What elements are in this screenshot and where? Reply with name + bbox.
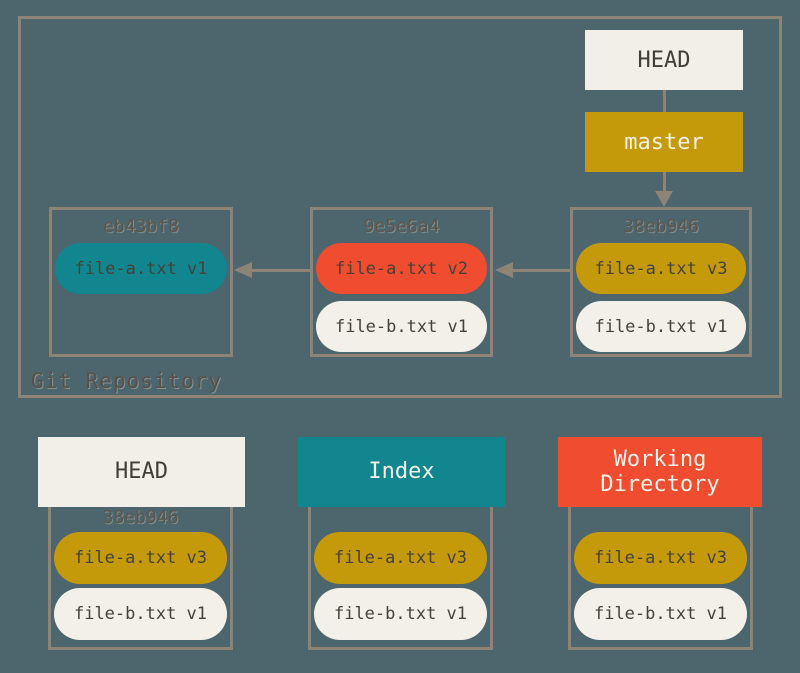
index-area-file-a: file-a.txt v3: [314, 532, 487, 584]
head-area-container: 38eb946 file-a.txt v3 file-b.txt v1: [48, 472, 233, 650]
commit-hash: 38eb946: [623, 216, 699, 237]
git-repository-box: Git Repository: [18, 16, 782, 398]
commit-hash: eb43bf8: [103, 216, 179, 237]
blob-pill-file-a-v1: file-a.txt v1: [55, 243, 227, 294]
working-directory-file-b: file-b.txt v1: [574, 588, 747, 640]
blob-pill-file-b-v1: file-b.txt v1: [576, 301, 746, 352]
head-area-file-a: file-a.txt v3: [54, 532, 227, 584]
parent-arrowhead-icon: [495, 262, 513, 278]
head-ref-box: HEAD: [585, 30, 743, 90]
commit-box-38eb946: 38eb946 file-a.txt v3 file-b.txt v1: [570, 207, 752, 357]
master-to-commit-line: [663, 172, 666, 193]
head-to-master-line: [663, 90, 666, 112]
commit-hash: 9e5e6a4: [363, 216, 440, 237]
working-directory-area-header: Working Directory: [558, 437, 762, 507]
working-directory-file-a: file-a.txt v3: [574, 532, 747, 584]
index-area-container: file-a.txt v3 file-b.txt v1: [308, 472, 493, 650]
commit-box-eb43bf8: eb43bf8 file-a.txt v1: [49, 207, 233, 357]
head-area-file-b: file-b.txt v1: [54, 588, 227, 640]
working-directory-title: Working Directory: [600, 446, 720, 497]
head-area-hash: 38eb946: [102, 507, 179, 528]
parent-arrowhead-icon: [234, 262, 252, 278]
head-area-header: HEAD: [38, 437, 245, 507]
commit-box-9e5e6a4: 9e5e6a4 file-a.txt v2 file-b.txt v1: [310, 207, 493, 357]
index-area-header: Index: [298, 437, 505, 507]
working-directory-area-container: file-a.txt v3 file-b.txt v1: [568, 472, 753, 650]
parent-arrow-line: [251, 269, 310, 272]
blob-pill-file-a-v3: file-a.txt v3: [576, 243, 746, 294]
blob-pill-file-b-v1: file-b.txt v1: [316, 301, 487, 352]
master-to-commit-arrowhead-icon: [655, 191, 673, 207]
git-repository-label: Git Repository: [31, 369, 223, 393]
master-branch-box: master: [585, 112, 743, 172]
parent-arrow-line: [512, 269, 570, 272]
blob-pill-file-a-v2: file-a.txt v2: [316, 243, 487, 294]
index-area-file-b: file-b.txt v1: [314, 588, 487, 640]
